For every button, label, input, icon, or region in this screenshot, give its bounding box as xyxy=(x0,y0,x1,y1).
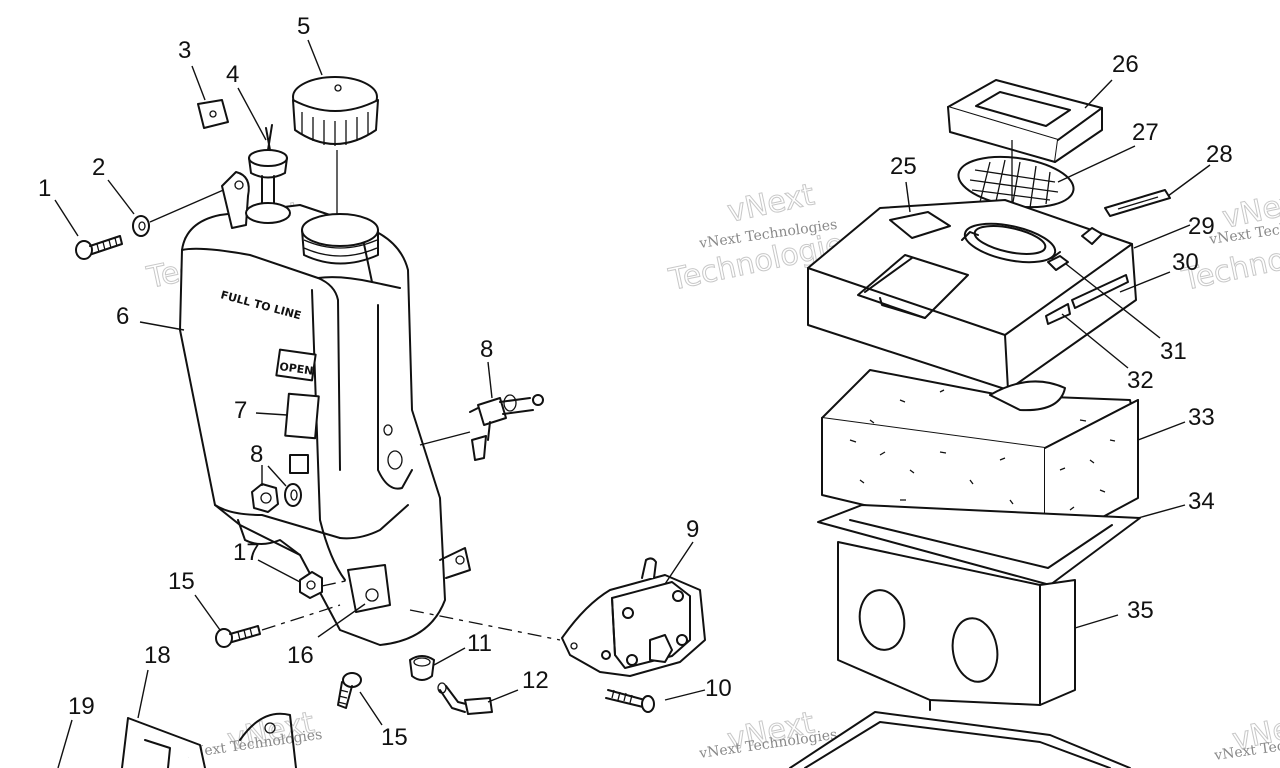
callout-27: 27 xyxy=(1132,119,1159,146)
callout-8: 8 xyxy=(480,336,493,363)
callout-6: 6 xyxy=(116,303,129,330)
callout-3: 3 xyxy=(178,37,191,64)
air-filter-assembly xyxy=(789,79,1171,768)
callout-29: 29 xyxy=(1188,213,1215,240)
part-29-air-filter-cover[interactable] xyxy=(807,199,1137,391)
callout-1: 1 xyxy=(38,175,51,202)
assembly-line xyxy=(321,579,351,587)
callout-11: 11 xyxy=(467,630,492,657)
callout-8: 8 xyxy=(250,441,263,468)
callout-28: 28 xyxy=(1206,141,1233,168)
callout-32: 32 xyxy=(1127,367,1154,394)
part-12-fitting[interactable] xyxy=(437,682,493,715)
callout-18: 18 xyxy=(144,642,171,669)
part-18-bracket[interactable] xyxy=(121,712,297,768)
part-27-screen[interactable] xyxy=(955,140,1077,240)
part-5-fuel-cap[interactable] xyxy=(292,76,379,215)
callout-15: 15 xyxy=(168,568,195,595)
leader-lines xyxy=(54,39,1211,768)
callout-2: 2 xyxy=(92,154,105,181)
callout-33: 33 xyxy=(1188,404,1215,431)
callout-16: 16 xyxy=(287,642,314,669)
part-10-screw[interactable] xyxy=(605,689,655,713)
fuel-tank-assembly: FULL TO LINE OPEN xyxy=(75,76,706,768)
part-3-clip[interactable] xyxy=(197,99,229,129)
callout-4: 4 xyxy=(226,61,239,88)
part-28-strap[interactable] xyxy=(1104,189,1171,217)
callout-10: 10 xyxy=(705,675,732,702)
part-35-baseplate[interactable] xyxy=(837,541,1076,711)
part-4-vent[interactable] xyxy=(248,124,288,206)
part-2-washer[interactable] xyxy=(132,187,229,237)
callout-7: 7 xyxy=(234,397,247,424)
part-6-fuel-tank[interactable]: FULL TO LINE OPEN xyxy=(179,171,471,646)
part-9-fuel-pump[interactable] xyxy=(561,557,706,677)
callout-19: 19 xyxy=(68,693,95,720)
part-8-fuel-valve[interactable] xyxy=(419,394,544,461)
callout-9: 9 xyxy=(686,516,699,543)
callout-35: 35 xyxy=(1127,597,1154,624)
assembly-line xyxy=(409,609,561,641)
callout-12: 12 xyxy=(522,667,549,694)
part-26-foam-frame[interactable] xyxy=(947,79,1103,163)
part-17-nut[interactable] xyxy=(299,571,323,599)
part-11-grommet[interactable] xyxy=(409,655,435,681)
callout-31: 31 xyxy=(1160,338,1187,365)
air-filter-housing-base xyxy=(789,711,1131,768)
callout-15: 15 xyxy=(381,724,408,751)
callout-30: 30 xyxy=(1172,249,1199,276)
callout-5: 5 xyxy=(297,13,310,40)
callout-34: 34 xyxy=(1188,488,1215,515)
callout-25: 25 xyxy=(890,153,917,180)
callout-numbers: 1 2 3 4 5 6 7 8 8 9 10 11 12 15 15 16 17… xyxy=(38,13,1233,751)
callout-17: 17 xyxy=(233,539,260,566)
assembly-line xyxy=(261,604,341,631)
part-15-screw-upper[interactable] xyxy=(215,625,261,648)
open-label: OPEN xyxy=(279,360,315,378)
callout-26: 26 xyxy=(1112,51,1139,78)
part-15-screw-lower[interactable] xyxy=(337,672,362,709)
part-1-screw[interactable] xyxy=(75,235,123,260)
